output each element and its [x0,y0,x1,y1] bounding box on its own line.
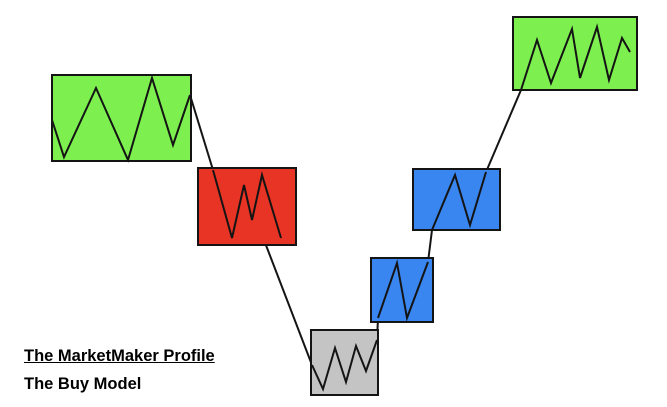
price-zigzag-blue-rise-1 [377,259,429,322]
stage-green-start [51,74,192,163]
connector-red-to-gray [263,239,313,366]
connector-blue1-to-blue2 [427,229,433,263]
caption-subtitle: The Buy Model [24,375,142,393]
stage-box-green-start [51,74,192,162]
stage-green-end [512,16,638,91]
price-zigzag-gray-bottom [311,339,378,392]
connector-blue2-to-green [485,89,522,173]
stage-gray-bottom [310,329,379,396]
price-zigzag-green-start [51,74,191,163]
price-zigzag-green-end [520,23,631,91]
stage-red-drop [197,167,297,246]
stage-box-gray-bottom [310,329,379,396]
stage-box-red-drop [197,167,297,246]
caption-title: The MarketMaker Profile [24,347,215,365]
connector-green-to-red [189,94,214,171]
price-zigzag-red-drop [212,169,282,239]
stage-blue-rise-1 [370,257,434,323]
stage-blue-rise-2 [412,168,501,231]
price-zigzag-blue-rise-2 [431,171,487,231]
